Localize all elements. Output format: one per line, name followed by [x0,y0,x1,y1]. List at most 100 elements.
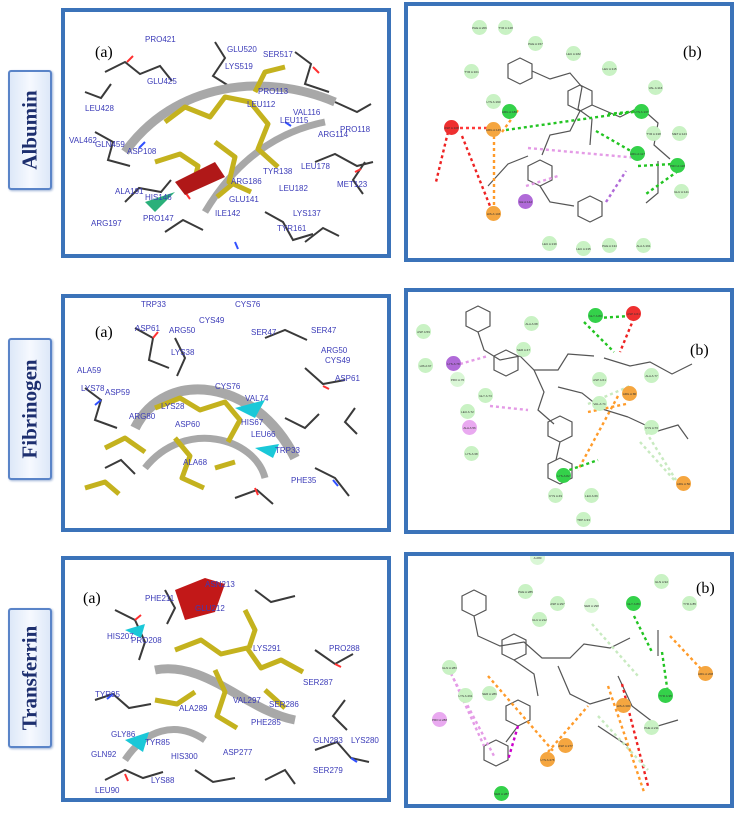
residue-label: LEU428 [85,104,114,113]
residue-label: SER47 [251,328,277,337]
structure-3d-render [84,327,358,505]
residue-bubble: ALA A:68 [524,316,539,331]
residue-label: PHE211 [145,594,175,603]
residue-bubble: LYS A:190 [486,94,501,109]
residue-bubble: ARG A:80 [622,386,637,401]
residue-label: MET123 [337,180,368,189]
residue-label: GLN92 [91,750,117,759]
residue-label: ARG50 [321,346,348,355]
residue-label: LYS88 [151,776,175,785]
residue-bubble: ARG A:117 [630,146,645,161]
structure-panel-a: (a) TRP33 CYS76 CYS49 ASP61 ARG50 SER47 … [61,294,391,532]
interaction-panel-b: (b) ASP A:59 LYS A:78 HIS A:67 PRO A:70 … [404,288,734,534]
residue-label: PHE285 [251,718,281,727]
residue-label: VAL297 [233,696,261,705]
residue-label: PRO113 [258,87,289,96]
residue-label: GLU520 [227,45,257,54]
panel-a-label: (a) [95,324,113,341]
residue-bubble: ASP A:59 [416,324,431,339]
residue-bubble: PHE A:211 [644,720,659,735]
residue-label: GLN283 [313,736,343,745]
residue-label: ASN213 [205,580,235,589]
residue-label: ARG186 [231,177,262,186]
residue-bubble: CYS A:49 [548,488,563,503]
residue-label: LEU115 [280,116,309,125]
residue-bubble: GLY A:80 [588,308,603,323]
residue-bubble: CYS A:76 [644,420,659,435]
residue-bubble: HIS A:146 [486,206,501,221]
residue-bubble: VAL A:116 [648,80,663,95]
residue-label: LEU112 [247,100,276,109]
residue-label: ASP61 [335,374,360,383]
residue-bubble: TYR A:95 [658,688,673,703]
residue-label: CYS76 [235,300,261,309]
residue-bubble: LEU A:115 [602,61,617,76]
residue-label: LEU90 [95,786,120,795]
residue-label: GLN459 [95,140,125,149]
protein-label-box: Transferrin [8,608,52,748]
residue-bubble: TYR A:161 [464,64,479,79]
residue-label: TRP33 [275,446,300,455]
residue-label: LYS28 [161,402,185,411]
residue-label: GLU141 [229,195,259,204]
interaction-2d-diagram [444,589,703,793]
residue-label: VAL116 [293,108,321,117]
panel-b-label: (b) [683,44,702,61]
residue-label: SER279 [313,766,343,775]
residue-bubble: LEU A:72 [460,404,475,419]
residue-label: ARG197 [91,219,122,228]
residue-label: TYR161 [277,224,307,233]
residue-label: PRO118 [340,125,371,134]
interaction-panel-b: (b) PHE A:206 TYR A:148 PHE A:157 TYR A:… [404,2,734,262]
residue-label: LYS519 [225,62,253,71]
residue-bubble: GLN A:283 [442,660,457,675]
residue-bubble: GLY A:73 [478,388,493,403]
residue-bubble: ALA A:77 [644,368,659,383]
residue-bubble: GLU A:141 [674,184,689,199]
interaction-2d-diagram [434,57,679,223]
residue-label: VAL74 [245,394,269,403]
residue-bubble: TYR A:148 [498,20,513,35]
residue-label: HIS300 [171,752,198,761]
residue-bubble: LYS A:291 [458,688,473,703]
residue-bubble: MET A:123 [672,126,687,141]
residue-label: LYS280 [351,736,379,745]
residue-label: ALA68 [183,458,208,467]
residue-label: GLU425 [147,77,177,86]
residue-bubble: PHE A:285 [518,584,533,599]
residue-label: CYS49 [325,356,351,365]
residue-bubble: ARG A:186 [502,104,517,119]
residue-bubble: ARG A:50 [676,476,691,491]
residue-bubble: SER A:47 [516,342,531,357]
panel-b-label: (b) [690,342,709,359]
residue-label: SER517 [263,50,293,59]
residue-bubble: LYS A:137 [634,104,649,119]
residue-label: GLY86 [111,730,136,739]
residue-bubble: TYR A:138 [646,126,661,141]
residue-label: LYS38 [171,348,195,357]
protein-label: Albumin [17,90,42,170]
residue-bubble: PRO A:118 [670,158,685,173]
residue-label: LYS291 [253,644,281,653]
residue-label: VAL462 [69,136,97,145]
residue-label: GLU212 [195,604,225,613]
structure-3d-render [84,41,374,250]
residue-label: ALA191 [115,187,144,196]
residue-bubble: ALA A:56 [462,420,477,435]
residue-label: SER287 [303,678,333,687]
structure-panel-a: (a) PRO421 GLU520 SER517 LYS519 GLU425 P… [61,8,391,258]
residue-bubble: GLU A:212 [532,612,547,627]
residue-bubble: A:280 [530,556,545,565]
residue-label: LEU178 [301,162,330,171]
panel-a-label: (a) [83,590,101,607]
residue-bubble: GLY A:86 [626,596,641,611]
residue-label: ILE142 [215,209,241,218]
residue-label: HIS146 [145,193,172,202]
row-transferrin: Transferrin (a) ASN213 PHE211 [0,548,744,813]
residue-bubble: ARG A:145 [486,122,501,137]
residue-label: PHE35 [291,476,317,485]
residue-label: PRO208 [131,636,162,645]
residue-bubble: ASP A:108 [444,120,459,135]
residue-label: HIS207 [107,632,134,641]
residue-label: TYR138 [263,167,293,176]
